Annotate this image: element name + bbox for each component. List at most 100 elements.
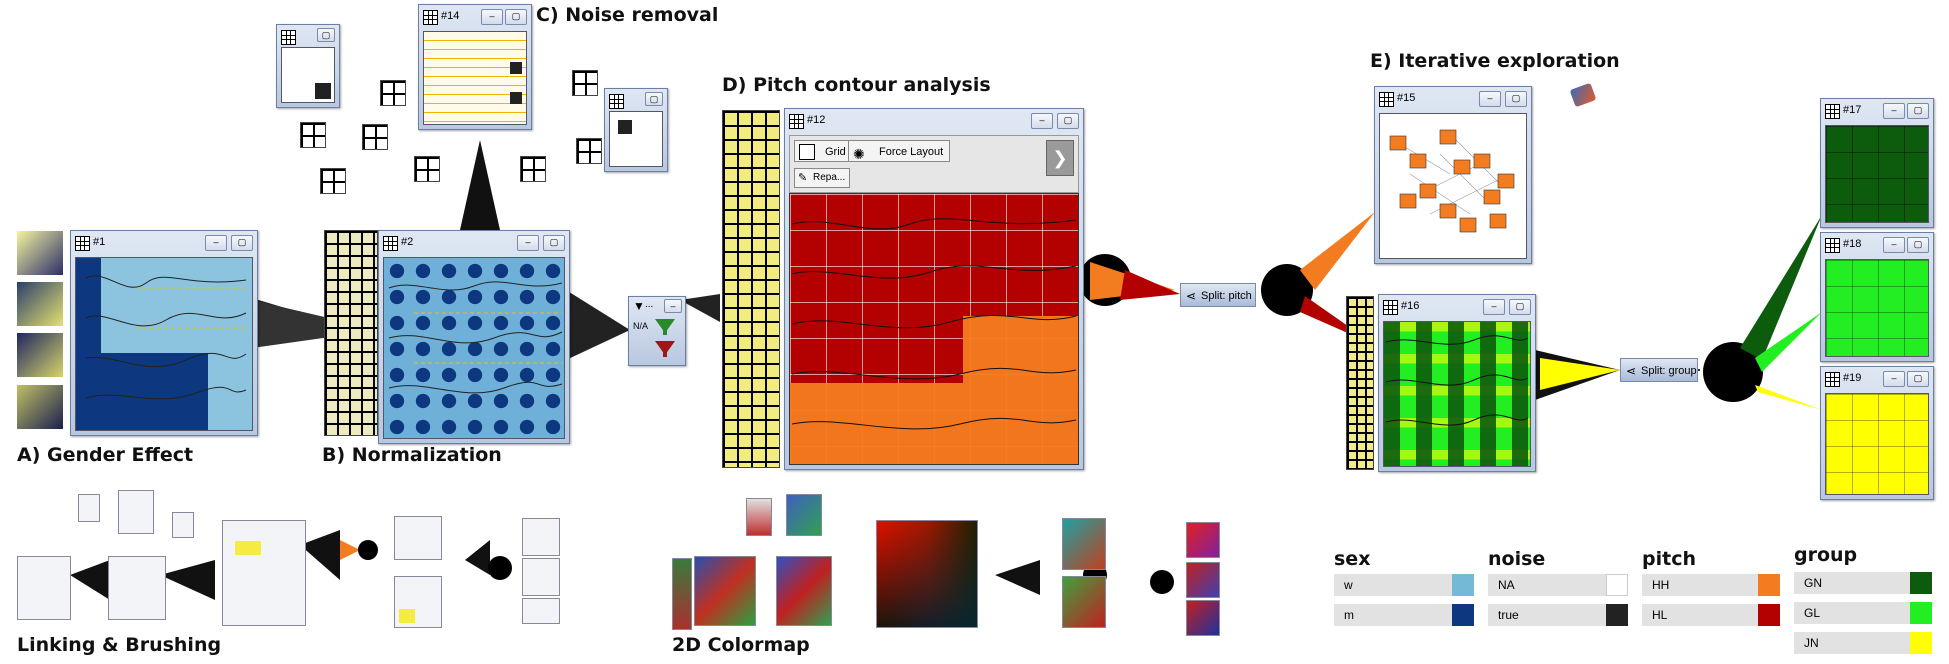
mini-window[interactable] <box>694 556 756 626</box>
force-layout-view[interactable] <box>1379 113 1527 259</box>
window-18[interactable]: #18 – ▢ <box>1820 232 1934 362</box>
mini-window[interactable] <box>746 498 772 536</box>
window-2[interactable]: #2 – ▢ <box>378 230 570 444</box>
maximize-button[interactable]: ▢ <box>645 92 663 106</box>
maximize-button[interactable]: ▢ <box>317 28 335 42</box>
filter-widget[interactable]: ▼ ... – N/A <box>628 296 686 366</box>
mini-window[interactable] <box>172 512 194 538</box>
window-14[interactable]: #14 – ▢ <box>418 4 532 130</box>
caption-linking-brushing: Linking & Brushing <box>17 634 222 656</box>
gender-tile[interactable] <box>17 333 63 377</box>
window-titlebar[interactable]: #17 – ▢ <box>1821 99 1933 123</box>
normalization-thumbnail-column[interactable] <box>324 230 378 436</box>
group-grid-view[interactable] <box>1383 321 1531 467</box>
window-titlebar[interactable]: ▢ <box>605 89 667 109</box>
mini-window[interactable] <box>776 556 832 626</box>
tab-force-layout[interactable]: ✺ Force Layout <box>848 140 951 162</box>
maximize-button[interactable]: ▢ <box>543 235 565 251</box>
maximize-button[interactable]: ▢ <box>1907 371 1929 387</box>
maximize-button[interactable]: ▢ <box>1057 113 1079 129</box>
mini-window[interactable] <box>108 556 166 620</box>
gn-grid-view[interactable] <box>1825 125 1929 223</box>
minimize-button[interactable]: – <box>1479 91 1501 107</box>
maximize-button[interactable]: ▢ <box>1907 103 1929 119</box>
window-titlebar[interactable]: #15 – ▢ <box>1375 87 1531 111</box>
window-16[interactable]: #16 – ▢ <box>1378 294 1536 472</box>
window-titlebar[interactable]: #12 – ▢ <box>785 109 1083 133</box>
minimize-button[interactable]: – <box>1883 103 1905 119</box>
mini-window[interactable] <box>786 494 822 536</box>
pitch-grid-view[interactable] <box>789 193 1079 465</box>
window-titlebar[interactable]: ▢ <box>277 25 339 45</box>
mini-window[interactable] <box>1186 562 1220 598</box>
minimize-button[interactable]: – <box>1483 299 1505 315</box>
grid-node-icon[interactable] <box>576 138 602 164</box>
normalized-grid-view[interactable] <box>383 257 565 439</box>
mini-window[interactable] <box>522 598 560 624</box>
grid-node-icon[interactable] <box>300 122 326 148</box>
gender-grid-view[interactable] <box>75 257 253 431</box>
mini-window[interactable] <box>118 490 154 534</box>
split-pitch-node[interactable]: ⋖ Split: pitch <box>1180 283 1256 307</box>
minimize-button[interactable]: – <box>664 299 682 313</box>
window-1[interactable]: #1 – ▢ <box>70 230 258 436</box>
window-titlebar[interactable]: #19 – ▢ <box>1821 367 1933 391</box>
minimize-button[interactable]: – <box>1883 371 1905 387</box>
group-thumbnail-column[interactable] <box>1346 296 1374 470</box>
green-funnel-icon[interactable] <box>655 319 675 335</box>
mini-window[interactable] <box>17 556 71 620</box>
window-titlebar[interactable]: ▼ ... – <box>629 297 685 315</box>
mini-window[interactable] <box>394 516 442 560</box>
minimize-button[interactable]: – <box>1031 113 1053 129</box>
window-12[interactable]: #12 – ▢ Grid ✺ Force Layout ❯ ✎ Repa... <box>784 108 1084 470</box>
repaint-button[interactable]: ✎ Repa... <box>794 168 851 188</box>
mini-window[interactable] <box>522 518 560 556</box>
grid-node-icon[interactable] <box>380 80 406 106</box>
minimize-button[interactable]: – <box>1883 237 1905 253</box>
mini-window[interactable] <box>522 558 560 596</box>
noise-preview-window[interactable]: ▢ <box>604 88 668 172</box>
tab-grid[interactable]: Grid <box>794 140 853 162</box>
split-group-node[interactable]: ⋖ Split: group <box>1620 358 1698 382</box>
window-titlebar[interactable]: #2 – ▢ <box>379 231 569 255</box>
maximize-button[interactable]: ▢ <box>1907 237 1929 253</box>
grid-node-icon[interactable] <box>320 168 346 194</box>
noise-removal-view[interactable] <box>423 31 527 125</box>
mini-thumbnail-column[interactable] <box>672 558 692 630</box>
grid-node-icon[interactable] <box>572 70 598 96</box>
minimize-button[interactable]: – <box>517 235 539 251</box>
window-titlebar[interactable]: #14 – ▢ <box>419 5 531 29</box>
maximize-button[interactable]: ▢ <box>505 9 527 25</box>
mini-window[interactable] <box>1186 522 1220 558</box>
noise-preview-window[interactable]: ▢ <box>276 24 340 108</box>
jn-grid-view[interactable] <box>1825 393 1929 495</box>
gender-tile[interactable] <box>17 231 63 275</box>
gender-tile[interactable] <box>17 385 63 429</box>
mini-window[interactable] <box>222 520 306 626</box>
window-19[interactable]: #19 – ▢ <box>1820 366 1934 500</box>
window-titlebar[interactable]: #18 – ▢ <box>1821 233 1933 257</box>
gender-tile[interactable] <box>17 282 63 326</box>
gl-grid-view[interactable] <box>1825 259 1929 357</box>
red-funnel-icon[interactable] <box>655 341 675 357</box>
mini-window[interactable] <box>1186 600 1220 636</box>
pitch-thumbnail-column[interactable] <box>722 110 780 468</box>
mini-window[interactable] <box>394 576 442 628</box>
minimize-button[interactable]: – <box>205 235 227 251</box>
window-titlebar[interactable]: #16 – ▢ <box>1379 295 1535 319</box>
maximize-button[interactable]: ▢ <box>231 235 253 251</box>
window-17[interactable]: #17 – ▢ <box>1820 98 1934 228</box>
maximize-button[interactable]: ▢ <box>1509 299 1531 315</box>
minimize-button[interactable]: – <box>481 9 503 25</box>
mini-window[interactable] <box>78 494 100 522</box>
grid-node-icon[interactable] <box>414 156 440 182</box>
grid-node-icon[interactable] <box>520 156 546 182</box>
mini-window[interactable] <box>1062 518 1106 570</box>
next-tab-button[interactable]: ❯ <box>1046 140 1074 176</box>
window-15[interactable]: #15 – ▢ <box>1374 86 1532 264</box>
mini-window[interactable] <box>876 520 978 628</box>
maximize-button[interactable]: ▢ <box>1505 91 1527 107</box>
mini-window[interactable] <box>1062 576 1106 628</box>
window-titlebar[interactable]: #1 – ▢ <box>71 231 257 255</box>
grid-node-icon[interactable] <box>362 124 388 150</box>
